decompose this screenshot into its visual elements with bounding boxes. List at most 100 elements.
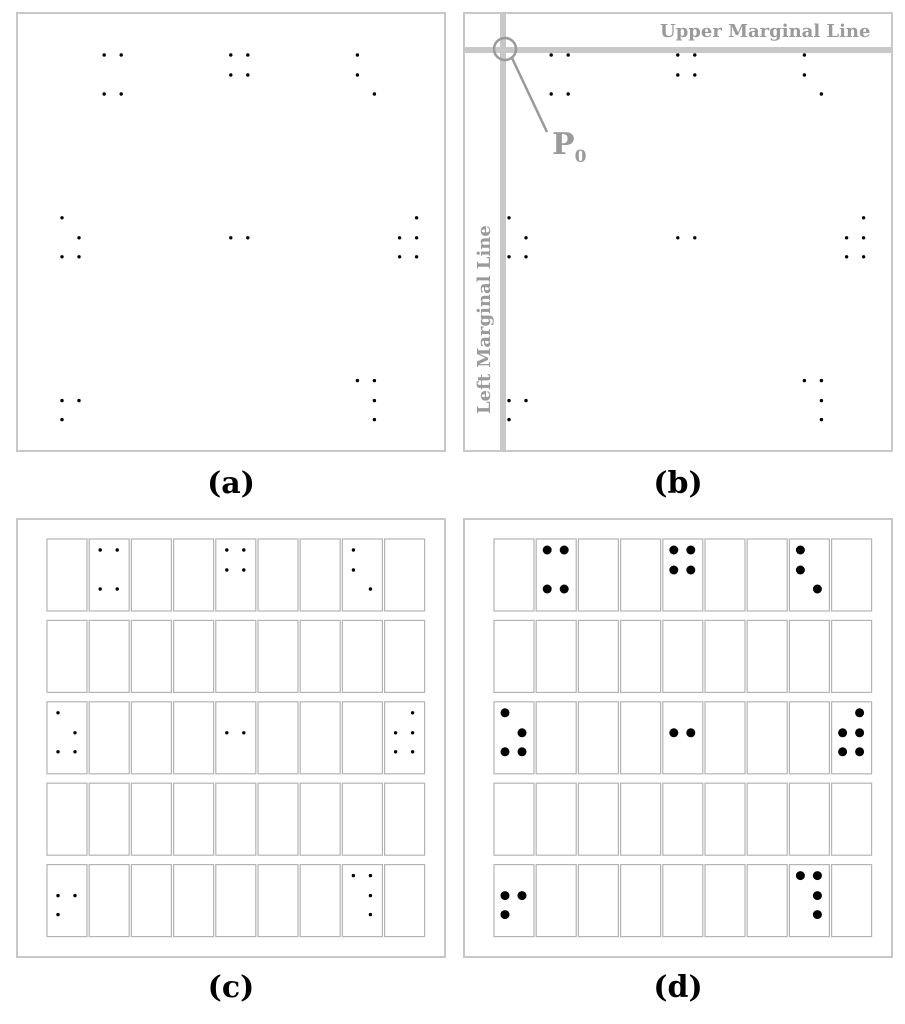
- braille-dot-3-1: [56, 711, 60, 715]
- braille-cell-r2-c8: [831, 701, 873, 775]
- braille-cell-r4-c3: [173, 864, 215, 938]
- braille-cell-r4-c0: [493, 864, 535, 938]
- braille-cell-r2-c7: [341, 701, 383, 775]
- braille-dot-4-2: [225, 731, 229, 735]
- p0-label: P0: [552, 127, 587, 167]
- braille-cell-r4-c2: [577, 864, 620, 938]
- braille-cell-r0-c2: [577, 538, 620, 612]
- braille-dot-2-2: [355, 73, 360, 77]
- braille-cell-r2-c3: [173, 701, 215, 775]
- braille-dot-1-4: [242, 548, 246, 552]
- braille-dot-5-3: [397, 255, 402, 259]
- braille-cell-r2-c8: [384, 701, 426, 775]
- braille-dot-4-2: [229, 236, 233, 240]
- braille-dot-5-6: [410, 750, 415, 754]
- braille-dot-3-6: [73, 750, 77, 754]
- braille-cell-r2-c4: [215, 701, 257, 775]
- braille-cell-r0-c8: [831, 538, 873, 612]
- braille-dot-0-3: [549, 92, 553, 96]
- braille-dot-6-3: [56, 912, 60, 917]
- braille-cell-r4-c1: [535, 864, 577, 938]
- braille-cell-r1-c8: [384, 619, 426, 694]
- braille-dot-2-6: [368, 587, 373, 591]
- braille-cell-r1-c7: [788, 619, 830, 694]
- braille-dot-7-6: [372, 417, 377, 422]
- braille-cell-r3-c1: [88, 782, 130, 856]
- braille-dot-7-4: [372, 378, 377, 383]
- braille-cell-r4-c5: [704, 864, 746, 938]
- braille-dot-1-4: [693, 53, 697, 57]
- braille-cell-r3-c3: [620, 782, 662, 856]
- braille-cell-r2-c4: [662, 701, 704, 775]
- braille-dot-2-6: [372, 92, 377, 96]
- braille-cell-r3-c8: [384, 782, 426, 856]
- braille-dot-5-5: [861, 236, 866, 240]
- detected-dot-1-4: [686, 545, 696, 555]
- braille-cell-r2-c6: [299, 701, 341, 775]
- braille-cell-r1-c1: [535, 619, 577, 694]
- detected-dot-6-3: [500, 910, 510, 920]
- braille-cell-r1-c6: [746, 619, 788, 694]
- braille-cell-r1-c5: [257, 619, 299, 694]
- detected-dot-3-1: [500, 708, 510, 718]
- braille-dot-6-3: [60, 417, 64, 422]
- braille-cell-r1-c4: [215, 619, 257, 694]
- braille-cell-r1-c2: [577, 619, 620, 694]
- braille-cell-r2-c1: [535, 701, 577, 775]
- braille-dot-5-4: [410, 711, 415, 715]
- braille-dot-4-5: [242, 731, 246, 735]
- braille-cell-r1-c3: [173, 619, 215, 694]
- braille-cell-r3-c3: [173, 782, 215, 856]
- detected-dot-7-6: [812, 910, 822, 920]
- detected-dot-5-3: [838, 747, 848, 757]
- braille-dot-3-3: [507, 255, 511, 259]
- braille-cell-r0-c4: [662, 538, 704, 612]
- detected-dot-0-4: [559, 545, 569, 555]
- braille-dot-1-5: [693, 73, 697, 77]
- braille-cell-r3-c5: [257, 782, 299, 856]
- braille-dot-5-2: [844, 236, 849, 240]
- braille-cell-r4-c7: [788, 864, 830, 938]
- p0-label-subscript: 0: [575, 147, 587, 167]
- braille-dot-2-2: [351, 568, 356, 572]
- braille-cell-r0-c0: [46, 538, 88, 612]
- detected-dot-0-6: [559, 584, 569, 594]
- braille-cell-r1-c6: [299, 619, 341, 694]
- braille-dot-7-1: [351, 873, 356, 878]
- braille-dot-5-4: [861, 216, 866, 220]
- braille-cell-grid-detected: [493, 538, 873, 938]
- braille-cell-r3-c6: [746, 782, 788, 856]
- braille-cell-r4-c4: [662, 864, 704, 938]
- braille-cell-r4-c7: [341, 864, 383, 938]
- braille-dot-1-4: [246, 53, 250, 57]
- detected-dot-0-1: [542, 545, 552, 555]
- detected-dot-2-6: [812, 584, 822, 594]
- braille-cell-r0-c8: [384, 538, 426, 612]
- panel-d-dot-detection: [463, 518, 893, 958]
- braille-dot-7-4: [368, 873, 373, 878]
- caption-c: (c): [207, 970, 255, 1005]
- braille-cell-r0-c2: [130, 538, 173, 612]
- braille-dot-7-4: [819, 378, 824, 383]
- detected-dot-3-6: [517, 747, 527, 757]
- braille-dot-1-2: [229, 73, 233, 77]
- braille-cell-r3-c5: [704, 782, 746, 856]
- braille-cell-r2-c7: [788, 701, 830, 775]
- braille-dot-7-5: [368, 893, 373, 898]
- braille-dot-3-1: [60, 216, 64, 220]
- braille-dot-0-3: [98, 587, 102, 591]
- braille-dot-3-5: [73, 731, 77, 735]
- braille-dot-7-5: [372, 398, 377, 403]
- braille-cell-r0-c5: [257, 538, 299, 612]
- braille-cell-r3-c0: [493, 782, 535, 856]
- braille-cell-r0-c7: [788, 538, 830, 612]
- braille-dot-4-2: [676, 236, 680, 240]
- braille-cell-r1-c0: [493, 619, 535, 694]
- braille-dot-1-5: [242, 568, 246, 572]
- braille-dot-1-1: [676, 53, 680, 57]
- braille-cell-r2-c2: [130, 701, 173, 775]
- braille-dot-6-5: [524, 398, 528, 403]
- caption-b: (b): [653, 466, 703, 501]
- braille-cell-r0-c6: [746, 538, 788, 612]
- braille-cell-r2-c3: [620, 701, 662, 775]
